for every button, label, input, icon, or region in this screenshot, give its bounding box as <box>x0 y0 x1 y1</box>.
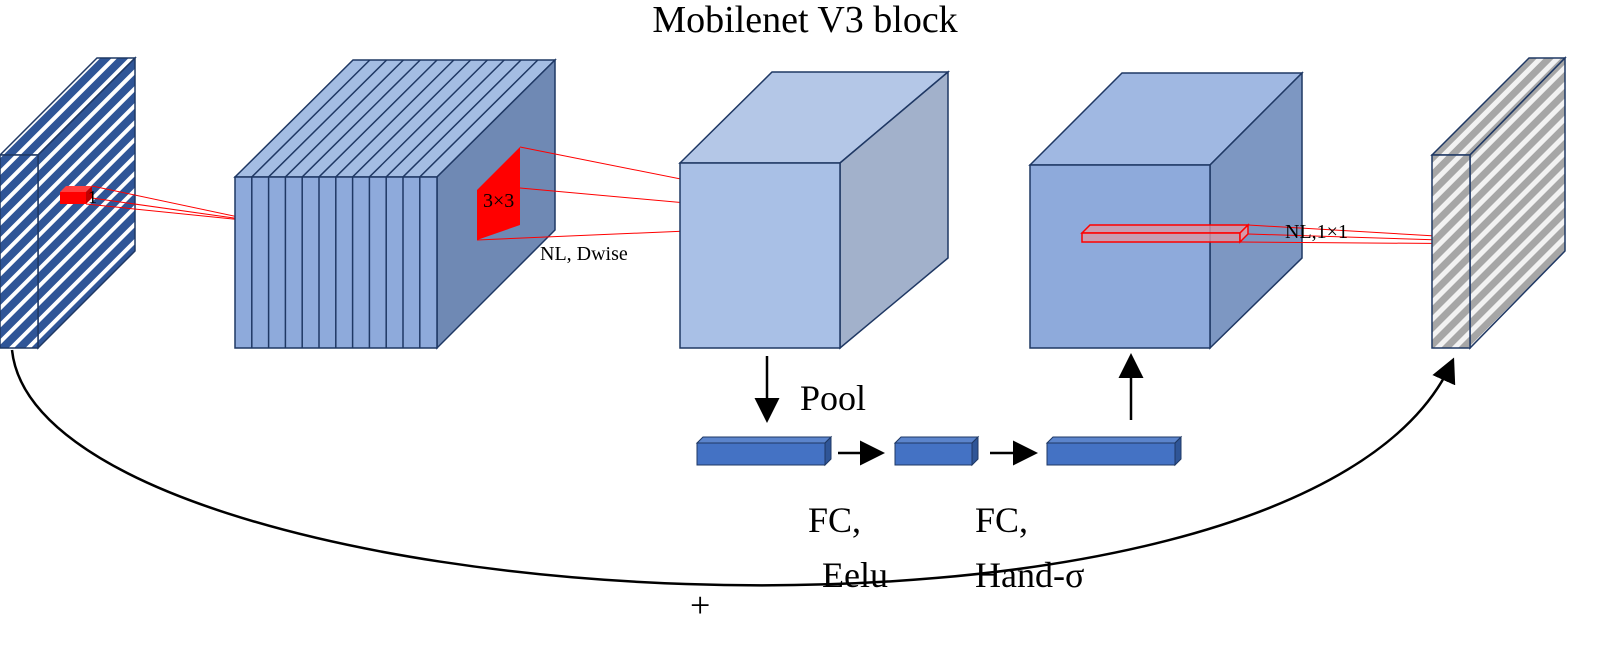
channel-slice <box>419 59 539 348</box>
depthwise-output-cube <box>678 70 951 350</box>
se-vector-pooled <box>695 435 833 467</box>
channel-slice <box>335 59 455 348</box>
input-kernel-label: 1 <box>88 187 97 207</box>
channel-slice <box>351 59 472 348</box>
dwise-op-label: NL, Dwise <box>540 243 628 265</box>
channel-slice <box>402 59 522 348</box>
input-kernel: 1 <box>60 185 263 223</box>
channel-slice <box>301 59 421 348</box>
se-output-cube <box>1028 71 1304 350</box>
residual-connection-arrow <box>10 349 1456 587</box>
channel-slice <box>385 59 505 348</box>
channel-slice <box>251 59 371 348</box>
residual-add-label: + <box>690 585 710 625</box>
channel-slice <box>284 59 404 348</box>
output-feature-map <box>1430 56 1567 350</box>
channel-slice <box>368 59 488 348</box>
channel-slice <box>267 59 388 348</box>
fc1-label-line2: Eelu <box>822 555 888 595</box>
expansion-block <box>233 58 557 350</box>
dwise-kernel-label: 3×3 <box>483 190 514 212</box>
fc1-label-line1: FC, <box>808 500 861 540</box>
fc2-label-line1: FC, <box>975 500 1028 540</box>
diagram-title: Mobilenet V3 block <box>652 0 957 41</box>
se-vector-squeezed <box>893 435 980 467</box>
se-vector-excited <box>1045 435 1183 467</box>
pointwise-op-label: NL,1×1 <box>1285 221 1348 243</box>
channel-slice <box>318 59 438 348</box>
pool-label: Pool <box>800 378 866 418</box>
